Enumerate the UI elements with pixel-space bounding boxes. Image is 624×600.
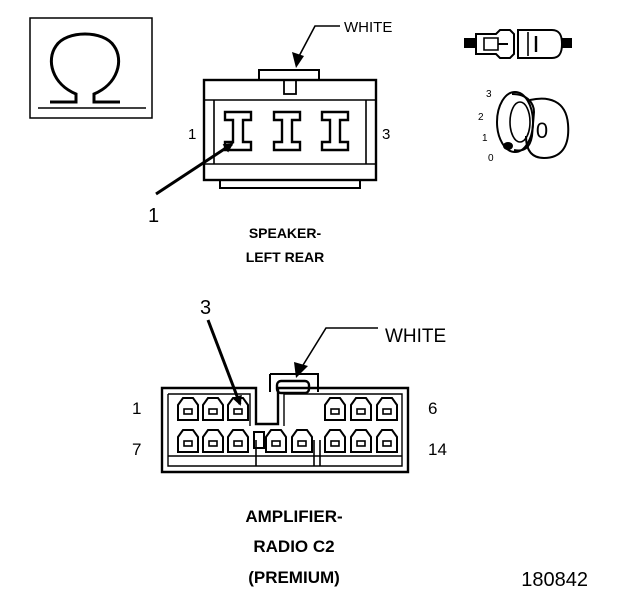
amplifier-cavity [324,397,346,421]
amplifier-key-slot [253,431,265,449]
ignition-key-label: 0 [536,118,548,143]
amplifier-pin-14: 14 [428,440,447,459]
amplifier-cavity [291,429,313,453]
speaker-callout: 1 [148,205,159,227]
ignition-position-0: 0 [488,153,494,164]
amplifier-cavity [177,429,199,453]
amplifier-cavity [177,397,199,421]
amplifier-cavity [265,429,287,453]
amplifier-cavity [376,429,398,453]
amplifier-connector: WHITE 1 6 7 14 [132,297,447,587]
speaker-caption-line2: LEFT REAR [246,249,325,265]
amplifier-pin-6: 6 [428,399,437,418]
amplifier-cavity [324,429,346,453]
ignition-position-2: 2 [478,112,484,123]
ignition-key-icon: 0 3 2 1 0 [478,89,570,164]
speaker-terminal-2 [272,110,302,152]
ignition-position-1: 1 [482,133,488,144]
amplifier-cavity [350,429,372,453]
amplifier-caption-line1: AMPLIFIER- [245,507,342,526]
amplifier-cavity [376,397,398,421]
figure-id: 180842 [521,569,588,591]
speaker-caption-line1: SPEAKER- [249,225,322,241]
amplifier-pin-1: 1 [132,399,141,418]
ignition-position-3: 3 [486,89,492,100]
speaker-pin-right: 3 [382,126,390,143]
amplifier-callout: 3 [200,297,211,319]
amplifier-caption-line3: (PREMIUM) [248,568,340,587]
speaker-pin-left: 1 [188,126,196,143]
speaker-connector: WHITE 1 3 1 SPEAKER- LEFT REAR [148,19,392,265]
speaker-color-label: WHITE [344,19,392,36]
amplifier-cavity [202,397,224,421]
amplifier-color-label: WHITE [385,326,446,347]
connector-mating-icon [464,29,572,59]
amplifier-pin-7: 7 [132,440,141,459]
amplifier-cavity [350,397,372,421]
speaker-terminal-3 [320,110,350,152]
ohm-symbol-icon [29,17,153,119]
amplifier-caption-line2: RADIO C2 [253,537,334,556]
amplifier-cavity [227,429,249,453]
amplifier-cavity [202,429,224,453]
